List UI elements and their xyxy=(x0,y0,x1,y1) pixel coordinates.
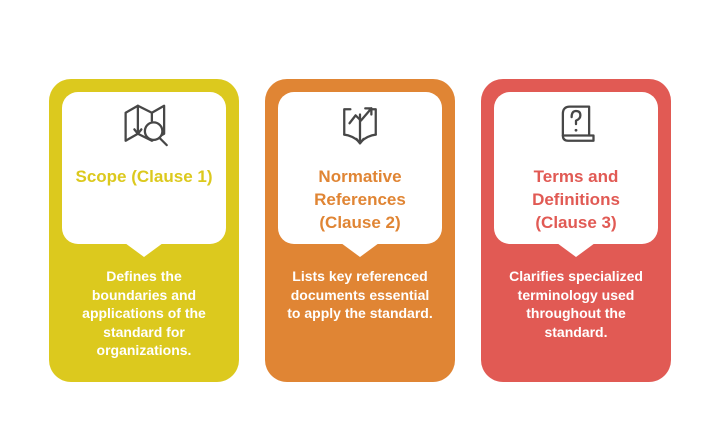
clause-cards-row: Scope (Clause 1) Defines the boundaries … xyxy=(0,0,720,382)
card-title: Scope (Clause 1) xyxy=(75,167,213,186)
card-title: Normative References (Clause 2) xyxy=(314,167,406,232)
card-description: Defines the boundaries and applications … xyxy=(82,268,206,358)
card-title: Terms and Definitions (Clause 3) xyxy=(532,167,620,232)
card-terms-definitions-clause-3: Terms and Definitions (Clause 3) Clarifi… xyxy=(481,79,671,382)
card-bubble-panel: Terms and Definitions (Clause 3) xyxy=(494,92,658,244)
card-bubble-panel: Normative References (Clause 2) xyxy=(278,92,442,244)
book-question-icon xyxy=(547,97,605,153)
card-description: Lists key referenced documents essential… xyxy=(287,268,433,321)
card-scope-clause-1: Scope (Clause 1) Defines the boundaries … xyxy=(49,79,239,382)
card-description: Clarifies specialized terminology used t… xyxy=(509,268,643,340)
card-bubble-panel: Scope (Clause 1) xyxy=(62,92,226,244)
map-search-icon xyxy=(115,97,173,153)
open-book-trend-icon xyxy=(331,97,389,153)
card-normative-references-clause-2: Normative References (Clause 2) Lists ke… xyxy=(265,79,455,382)
